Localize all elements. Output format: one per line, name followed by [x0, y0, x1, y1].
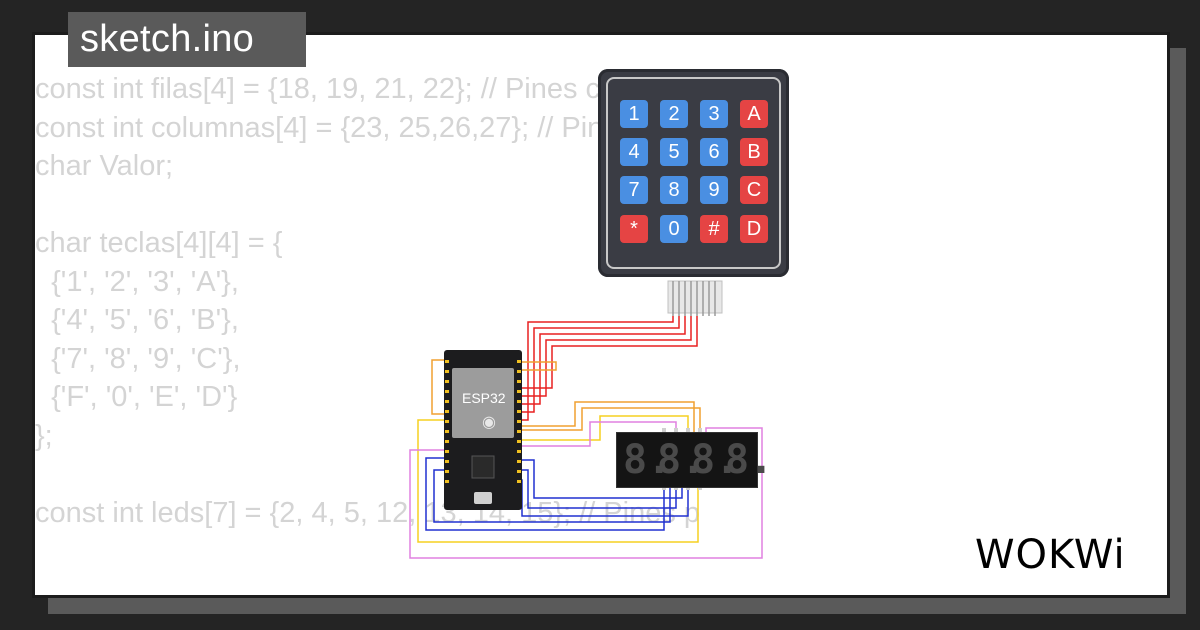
key-9: 9	[700, 176, 728, 204]
key-1: 1	[620, 100, 648, 128]
esp32-pin-headers	[445, 360, 521, 504]
wokwi-logo: WOKWi	[975, 532, 1126, 578]
esp32-label: ESP32	[462, 390, 506, 406]
espressif-logo-icon: ◉	[482, 414, 496, 431]
keypad-connector-pins	[672, 281, 716, 316]
code-preview: const int filas[4] = {18, 19, 21, 22}; /…	[35, 73, 760, 529]
blue-wires	[425, 457, 689, 531]
key-7: 7	[620, 176, 648, 204]
sketch-filename-tab: sketch.ino	[68, 12, 306, 67]
yellow-wires	[417, 415, 699, 543]
key-5: 5	[660, 138, 688, 166]
key-0: 0	[660, 215, 688, 243]
seven-segment-display: 8. 8. 8. 8.	[616, 432, 773, 488]
red-wires	[519, 316, 698, 421]
display-digit-2: 8.	[657, 437, 706, 483]
keypad-frame	[606, 77, 781, 269]
key-2: 2	[660, 100, 688, 128]
keypad-connector	[667, 280, 723, 314]
key-6: 6	[700, 138, 728, 166]
key-4: 4	[620, 138, 648, 166]
pink-wires	[409, 421, 763, 559]
display-digit-4: 8.	[725, 437, 774, 483]
display-pins	[662, 428, 702, 490]
key-c: C	[740, 176, 768, 204]
display-digit-3: 8.	[691, 437, 740, 483]
key-star: *	[620, 215, 648, 243]
orange-wires	[431, 359, 701, 432]
key-b: B	[740, 138, 768, 166]
key-d: D	[740, 215, 768, 243]
display-digit-1: 8.	[623, 437, 672, 483]
key-8: 8	[660, 176, 688, 204]
key-a: A	[740, 100, 768, 128]
esp32-module: ESP32 ◉	[452, 368, 514, 438]
membrane-keypad: 1 2 3 A 4 5 6 B 7 8 9 C * 0 # D	[598, 69, 789, 277]
esp32-board: ESP32 ◉	[444, 350, 522, 510]
key-3: 3	[700, 100, 728, 128]
key-hash: #	[700, 215, 728, 243]
